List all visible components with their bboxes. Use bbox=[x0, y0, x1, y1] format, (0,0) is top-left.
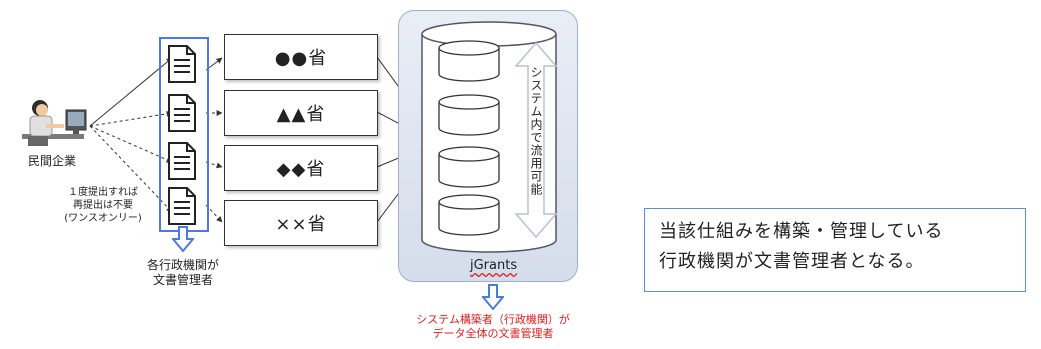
document-icon bbox=[167, 141, 197, 185]
note-line: (ワンスオンリー) bbox=[64, 213, 142, 224]
doc-owner-caption: 各行政機関が 文書管理者 bbox=[128, 258, 238, 288]
document-icon bbox=[167, 44, 197, 88]
ministry-box: ▲▲省 bbox=[224, 90, 378, 136]
caption-line: 各行政機関が bbox=[146, 258, 219, 272]
database-icon bbox=[437, 146, 501, 194]
conclusion-box: 当該仕組みを構築・管理している 行政機関が文書管理者となる。 bbox=[644, 208, 1026, 292]
system-owner-caption: システム構築者（行政機関）が データ全体の文書管理者 bbox=[408, 313, 578, 341]
ministry-box: ××省 bbox=[224, 200, 378, 246]
person-at-computer-icon bbox=[18, 96, 88, 148]
database-icon bbox=[437, 40, 501, 88]
document-icon bbox=[167, 93, 197, 137]
flow-label: システム内で流用可能 bbox=[529, 66, 543, 196]
company-label: 民間企業 bbox=[28, 154, 77, 168]
system-name: jGrants bbox=[470, 258, 517, 273]
connector-line bbox=[89, 57, 173, 127]
caption-line: システム構築者（行政機関）が bbox=[416, 313, 570, 326]
note-line: １度提出すれば bbox=[68, 187, 138, 198]
database-icon bbox=[437, 94, 501, 142]
connector-line bbox=[89, 110, 173, 127]
ministry-box: ◆◆省 bbox=[224, 145, 378, 191]
down-arrow-icon bbox=[480, 284, 506, 314]
once-only-note: １度提出すれば 再提出は不要 (ワンスオンリー) bbox=[48, 186, 158, 225]
database-icon bbox=[437, 194, 501, 242]
note-line: 再提出は不要 bbox=[73, 200, 133, 211]
document-icon bbox=[167, 186, 197, 230]
caption-line: データ全体の文書管理者 bbox=[432, 327, 554, 340]
system-name-text: jGrants bbox=[470, 258, 518, 273]
down-arrow-icon bbox=[170, 226, 196, 256]
connector-line bbox=[205, 204, 223, 223]
conclusion-line: 当該仕組みを構築・管理している bbox=[659, 221, 944, 242]
conclusion-line: 行政機関が文書管理者となる。 bbox=[659, 251, 925, 272]
ministry-box: ●●省 bbox=[224, 34, 378, 80]
connector-line bbox=[89, 125, 173, 163]
caption-line: 文書管理者 bbox=[152, 273, 213, 287]
connector-line bbox=[89, 125, 173, 213]
bidirectional-arrow-icon bbox=[514, 41, 558, 242]
